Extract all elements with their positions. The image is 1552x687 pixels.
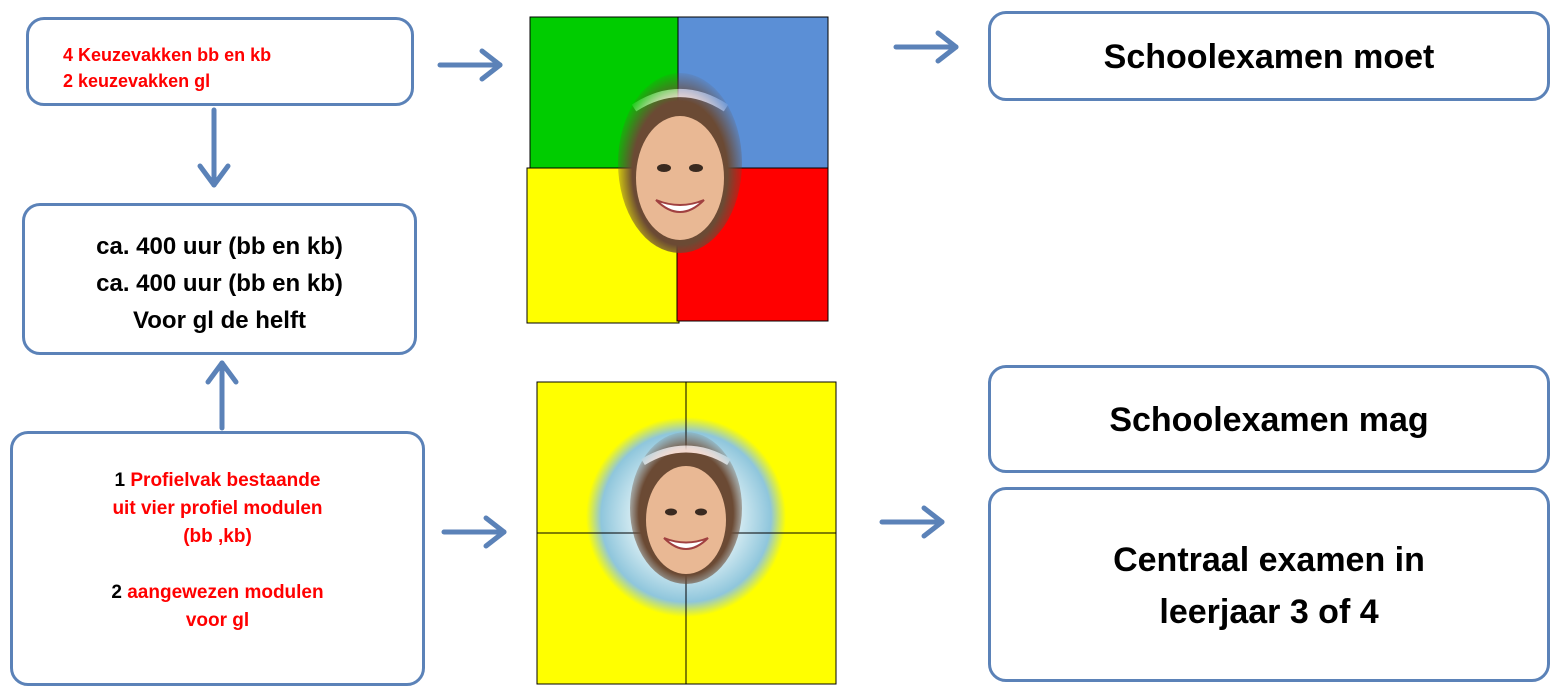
arrow-down (197, 107, 231, 188)
box-line: Schoolexamen mag (991, 368, 1547, 472)
box-line: 4 Keuzevakken bb en kb (63, 42, 411, 68)
box-keuzevakken: 4 Keuzevakken bb en kb 2 keuzevakken gl (26, 17, 414, 106)
box-line: 2 aangewezen modulen (13, 579, 422, 607)
box-schoolexamen-moet: Schoolexamen moet (988, 11, 1550, 101)
text-span: voor gl (185, 610, 250, 631)
text-span: Schoolexamen moet (1103, 38, 1435, 76)
box-centraal-examen: Centraal examen in leerjaar 3 of 4 (988, 487, 1550, 682)
text-span: uit vier profiel modulen (112, 498, 323, 519)
box-line: Voor gl de helft (25, 302, 414, 339)
box-line: Schoolexamen moet (991, 14, 1547, 100)
text-span: ca. 400 uur (bb en kb) (96, 270, 343, 297)
arrow-right-bottom-right (879, 505, 945, 539)
text-span: Centraal examen in (1113, 541, 1425, 579)
box-line: (bb ,kb) (13, 523, 422, 551)
girl-face-photo-top (618, 73, 742, 253)
text-span: 2 keuzevakken gl (63, 71, 211, 91)
box-line: 2 keuzevakken gl (63, 68, 411, 94)
box-schoolexamen-mag: Schoolexamen mag (988, 365, 1550, 473)
arrow-right-bottom-left (441, 515, 507, 549)
box-uren: ca. 400 uur (bb en kb) ca. 400 uur (bb en… (22, 203, 417, 355)
box-profielvak: 1 Profielvak bestaande uit vier profiel m… (10, 431, 425, 686)
text-span: (bb ,kb) (183, 526, 252, 547)
arrow-up (205, 360, 239, 431)
box-line: Centraal examen in (991, 534, 1547, 586)
text-span: Profielvak bestaande (130, 470, 321, 491)
text-span: Voor gl de helft (133, 307, 306, 334)
text-span: 2 (111, 582, 128, 603)
text-span: 1 (114, 470, 131, 491)
text-span: 4 Keuzevakken bb en kb (63, 45, 272, 65)
text-span: Schoolexamen mag (1109, 401, 1429, 439)
text-span: aangewezen modulen (127, 582, 324, 603)
girl-face-photo-bottom (630, 432, 742, 584)
arrow-right-top-right (893, 30, 959, 64)
box-line: ca. 400 uur (bb en kb) (25, 265, 414, 302)
arrow-right-top-left (437, 48, 503, 82)
text-span: leerjaar 3 of 4 (1159, 593, 1379, 631)
text-span: ca. 400 uur (bb en kb) (96, 233, 343, 260)
box-line: 1 Profielvak bestaande (13, 467, 422, 495)
box-line: voor gl (13, 607, 422, 635)
box-line: uit vier profiel modulen (13, 495, 422, 523)
box-line: leerjaar 3 of 4 (991, 586, 1547, 638)
box-line: ca. 400 uur (bb en kb) (25, 228, 414, 265)
